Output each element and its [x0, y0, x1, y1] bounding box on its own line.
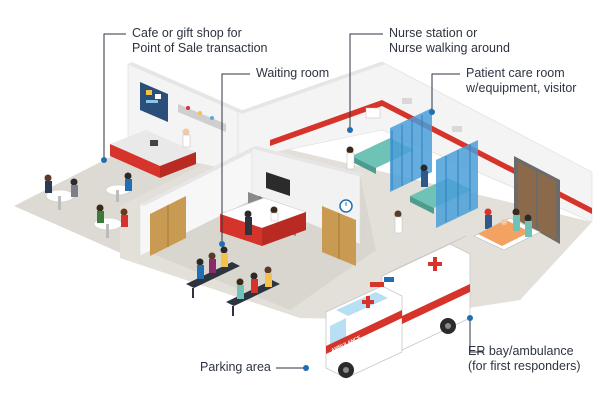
- waiting-people: [196, 246, 272, 299]
- callout-cafe: Cafe or gift shop for Point of Sale tran…: [132, 26, 268, 56]
- callout-waiting-room: Waiting room: [256, 66, 329, 81]
- callout-waiting-line1: Waiting room: [256, 66, 330, 80]
- callout-cafe-line1: Cafe or gift shop for: [132, 26, 242, 40]
- callout-er-line1: ER bay/ambulance: [468, 344, 574, 358]
- red-cross-icon: [362, 257, 442, 308]
- callout-lines: [103, 33, 484, 369]
- callout-parking-line1: Parking area: [200, 360, 271, 374]
- cafe-counter: [110, 130, 196, 166]
- callout-nurse-line2: Nurse walking around: [389, 41, 510, 55]
- callout-patient-room: Patient care room w/equipment, visitor: [466, 66, 576, 96]
- cafe-tables: [45, 184, 131, 238]
- nurses: [346, 146, 492, 234]
- callout-er-bay: ER bay/ambulance (for first responders): [468, 344, 581, 374]
- cafe-people: [44, 172, 132, 227]
- callout-nurse-station: Nurse station or Nurse walking around: [389, 26, 510, 56]
- gurney-with-patient: [473, 208, 541, 251]
- tv-icon: [266, 172, 290, 196]
- callout-cafe-line2: Point of Sale transaction: [132, 41, 268, 55]
- callout-patient-line2: w/equipment, visitor: [466, 81, 577, 95]
- callout-parking: Parking area: [200, 360, 271, 375]
- callout-patient-line1: Patient care room: [466, 66, 565, 80]
- ambulance: [325, 235, 471, 379]
- callout-er-line2: (for first responders): [468, 359, 581, 373]
- callout-nurse-line1: Nurse station or: [389, 26, 478, 40]
- callout-dot-icon: [101, 109, 473, 371]
